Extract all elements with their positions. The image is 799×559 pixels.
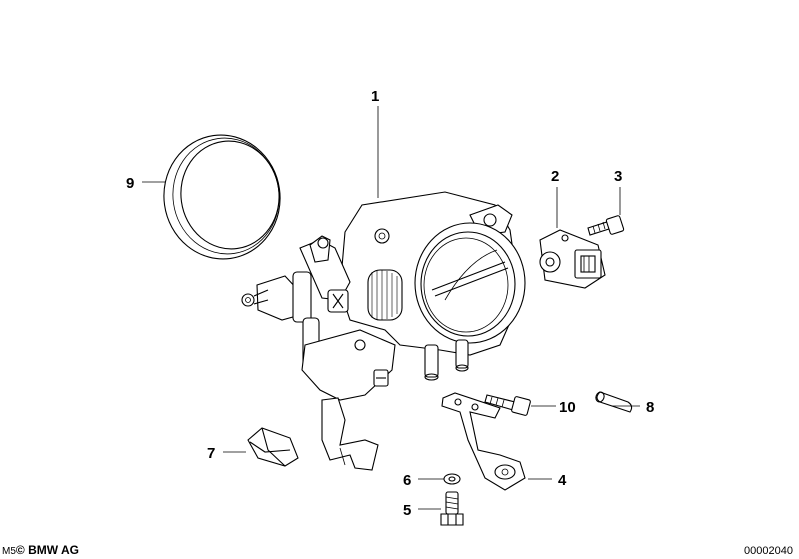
bracket-bolt-part — [484, 394, 531, 416]
callout-8: 8 — [646, 399, 654, 416]
leader-lines — [142, 106, 640, 510]
callout-4: 4 — [558, 472, 567, 489]
callout-10: 10 — [559, 399, 576, 416]
diagram-code: 00002040 — [744, 545, 793, 557]
hex-bolt-part — [440, 491, 464, 526]
callout-1: 1 — [371, 88, 379, 105]
callout-5: 5 — [403, 502, 411, 519]
callout-9: 9 — [126, 175, 134, 192]
callout-3: 3 — [614, 168, 622, 185]
mounting-bracket-part — [441, 392, 526, 491]
cable-clip-part — [247, 427, 299, 467]
throttle-housing-part — [339, 191, 526, 381]
sealing-ring-part — [163, 134, 281, 260]
copyright-footer: M5© BMW AG — [2, 543, 79, 557]
callout-7: 7 — [207, 445, 215, 462]
sensor-screw-part — [587, 215, 625, 236]
callout-labels: 1 2 3 4 5 6 7 8 9 10 — [126, 88, 654, 519]
throttle-sensor-part — [539, 229, 606, 289]
footer-brand: © BMW AG — [15, 543, 79, 557]
footer-prefix: M5 — [2, 546, 16, 557]
throttle-lever-assembly — [241, 235, 396, 471]
return-spring — [367, 269, 403, 321]
callout-2: 2 — [551, 168, 559, 185]
callout-6: 6 — [403, 472, 411, 489]
washer-part — [443, 473, 461, 485]
dowel-pin-part — [595, 391, 633, 413]
